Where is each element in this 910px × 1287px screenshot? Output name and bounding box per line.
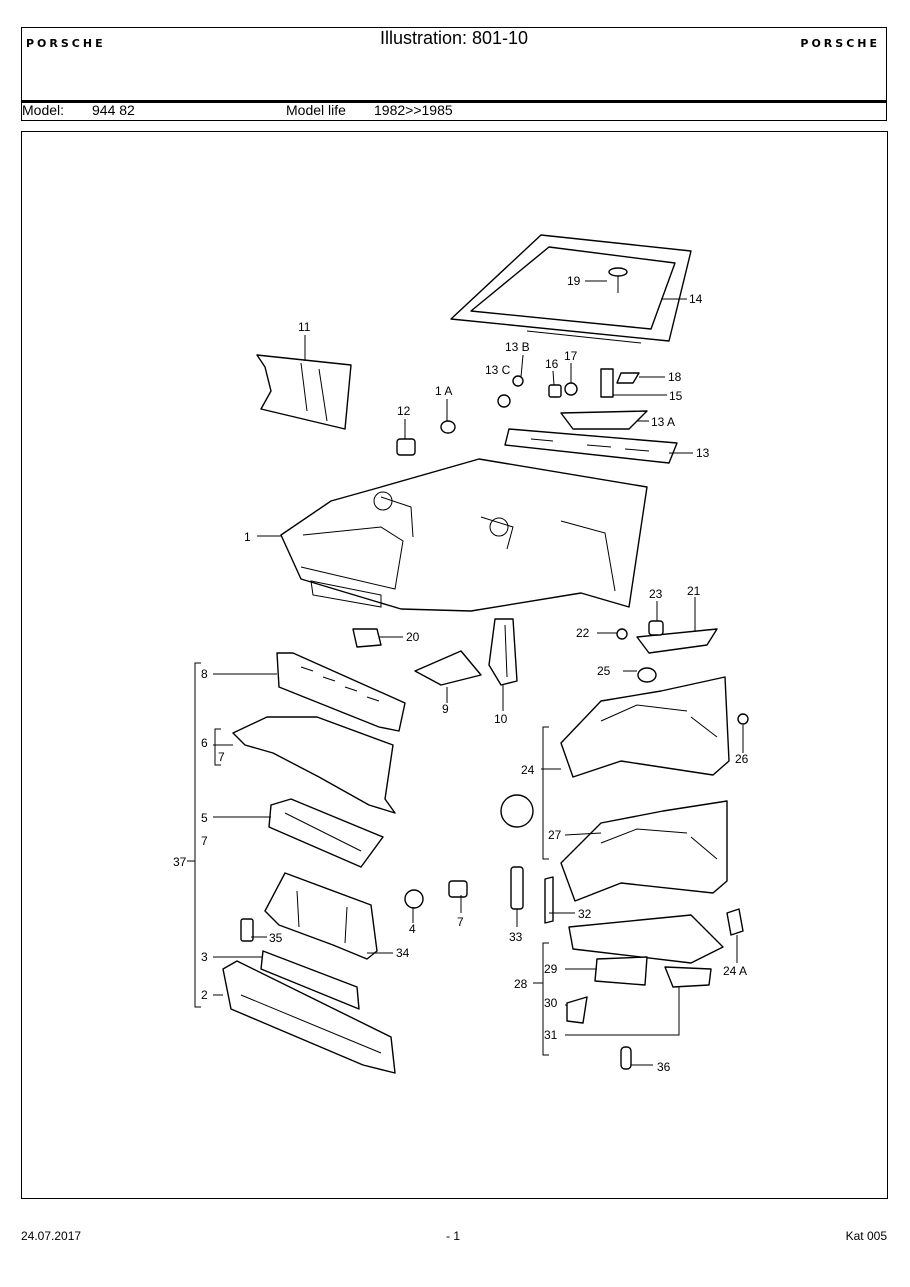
part-1-front-body <box>280 458 648 612</box>
footer-page-number: - 1 <box>446 1229 461 1243</box>
callout-36: 36 <box>657 1060 671 1074</box>
callout-12: 12 <box>397 404 411 418</box>
porsche-logo-left: PORSCHE <box>26 37 106 50</box>
callout-10: 10 <box>494 712 508 726</box>
part-5-reinforcement <box>268 798 384 868</box>
part-36-plate <box>620 1046 632 1070</box>
part-24a-bracket <box>726 908 744 936</box>
callout-4: 4 <box>409 922 416 936</box>
callout-17: 17 <box>564 349 578 363</box>
part-2-lower-crossmember <box>222 960 396 1074</box>
model-life-label: Model life <box>286 102 346 118</box>
part-19-screw <box>608 267 628 293</box>
callout-33: 33 <box>509 930 523 944</box>
callout-27: 27 <box>548 828 562 842</box>
callout-13b: 13 B <box>505 340 530 354</box>
callout-9: 9 <box>442 702 449 716</box>
part-28-member-assembly <box>566 914 724 1024</box>
callout-labels: 1 1 A 2 3 4 5 6 7 7 7 8 9 10 11 12 13 13… <box>173 274 749 1074</box>
callout-13: 13 <box>696 446 710 460</box>
part-9-bracket <box>414 650 482 686</box>
callout-20: 20 <box>406 630 420 644</box>
callout-19: 19 <box>567 274 581 288</box>
callout-34: 34 <box>396 946 410 960</box>
callout-7-lower: 7 <box>457 915 464 929</box>
part-13b-13c-16-17-fasteners <box>497 375 578 408</box>
part-8-crossbar <box>276 652 406 732</box>
illustration-frame: 1 1 A 2 3 4 5 6 7 7 7 8 9 10 11 12 13 13… <box>21 131 888 1199</box>
callout-31: 31 <box>544 1028 558 1042</box>
footer-catalog: Kat 005 <box>845 1229 887 1243</box>
callout-5: 5 <box>201 811 208 825</box>
callout-25: 25 <box>597 664 611 678</box>
callout-7-middle: 7 <box>201 834 208 848</box>
callout-28: 28 <box>514 977 528 991</box>
part-12-bushing <box>396 438 416 456</box>
callout-6: 6 <box>201 736 208 750</box>
header-divider <box>22 100 886 103</box>
page-title: Illustration: 801-10 <box>379 28 529 48</box>
part-20-clip <box>352 628 382 648</box>
footer-date: 24.07.2017 <box>21 1229 82 1243</box>
part-10-bracket <box>488 618 518 686</box>
part-6-panel <box>232 716 396 814</box>
part-22-23-fasteners <box>616 620 664 640</box>
part-14-window-frame <box>450 234 692 344</box>
part-34-support <box>264 872 378 960</box>
part-33-rubber-sleeve <box>500 794 534 910</box>
model-value: 944 82 <box>92 102 135 118</box>
callout-7-upper: 7 <box>218 750 225 764</box>
callout-8: 8 <box>201 667 208 681</box>
model-label: Model: <box>22 102 65 118</box>
callout-2: 2 <box>201 988 208 1002</box>
callout-35: 35 <box>269 931 283 945</box>
callout-1a: 1 A <box>435 384 452 398</box>
porsche-logo-right: PORSCHE <box>800 37 880 50</box>
header-box: PORSCHE Illustration: 801-10 PORSCHE Mod… <box>21 27 887 121</box>
callout-24a: 24 A <box>723 964 747 978</box>
part-11-bracket <box>256 354 352 430</box>
part-1a-plug <box>440 420 456 434</box>
callout-21: 21 <box>687 584 701 598</box>
part-13-crossmember <box>504 428 678 464</box>
callout-24: 24 <box>521 763 535 777</box>
callout-13a: 13 A <box>651 415 675 429</box>
part-13a-panel <box>560 410 648 430</box>
part-15-18-brackets <box>600 368 640 398</box>
callout-18: 18 <box>668 370 682 384</box>
callout-13c: 13 C <box>485 363 511 377</box>
part-32-bracket <box>544 876 554 924</box>
callout-37: 37 <box>173 855 187 869</box>
callout-3: 3 <box>201 950 208 964</box>
callout-14: 14 <box>689 292 703 306</box>
callout-26: 26 <box>735 752 749 766</box>
part-24-wheel-housing <box>560 676 730 778</box>
callout-11: 11 <box>298 320 311 334</box>
part-27-wheel-housing <box>560 800 728 902</box>
part-4-7-bushings <box>404 880 468 909</box>
group-brackets <box>187 662 549 1056</box>
callout-30: 30 <box>544 996 558 1010</box>
callout-32: 32 <box>578 907 592 921</box>
part-25-26-caps <box>637 667 749 725</box>
callout-29: 29 <box>544 962 558 976</box>
part-3-crossmember <box>260 950 360 1010</box>
callout-15: 15 <box>669 389 683 403</box>
callout-16: 16 <box>545 357 559 371</box>
part-35-plate <box>240 918 254 942</box>
exploded-parts-diagram: 1 1 A 2 3 4 5 6 7 7 7 8 9 10 11 12 13 13… <box>173 234 749 1074</box>
callout-1: 1 <box>244 530 251 544</box>
callout-23: 23 <box>649 587 663 601</box>
leader-lines <box>213 280 744 1066</box>
callout-22: 22 <box>576 626 590 640</box>
model-life-value: 1982>>1985 <box>374 102 453 118</box>
